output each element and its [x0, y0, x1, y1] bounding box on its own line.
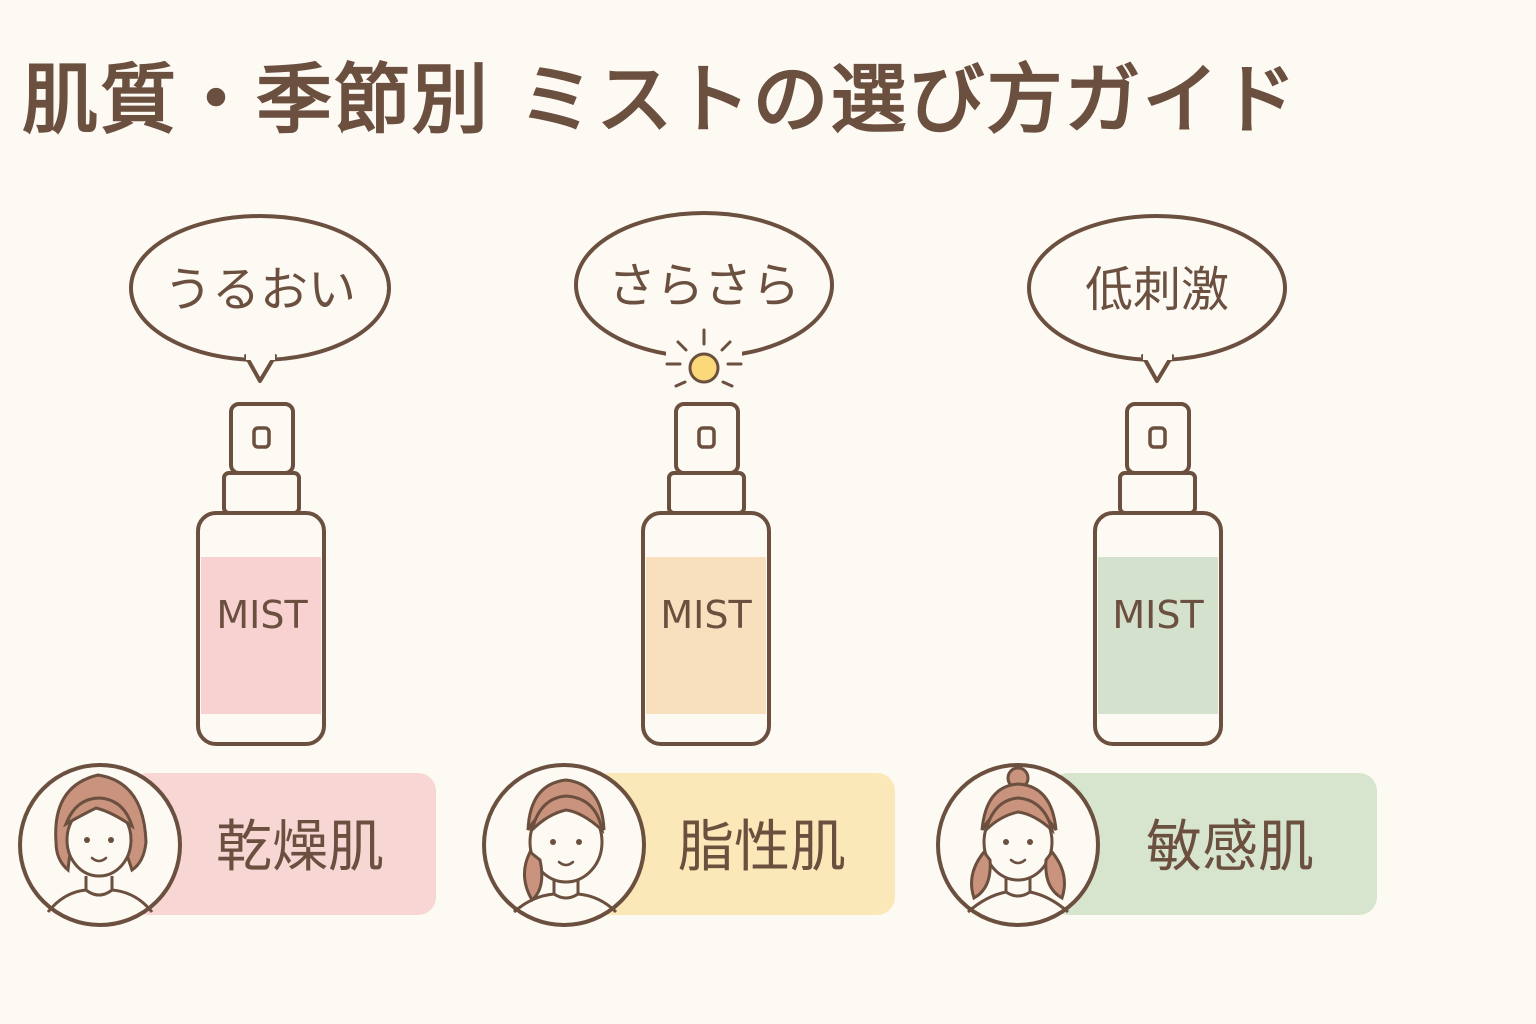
column-sensitive-skin: 低刺激 MIST 敏感肌: [936, 214, 1377, 927]
bottle-label: MIST: [1112, 593, 1204, 637]
speech-bubble: うるおい: [129, 214, 391, 383]
speech-bubble: 低刺激: [1027, 214, 1287, 383]
bubble-text: うるおい: [164, 262, 356, 318]
bubble-text: さらさら: [608, 258, 800, 314]
face-avatar: [936, 763, 1100, 927]
bottle-label: MIST: [660, 593, 752, 637]
skin-type-card: 脂性肌: [590, 773, 895, 915]
speech-bubble: さらさら: [574, 211, 834, 359]
column-dry-skin: うるおい MIST 乾燥肌: [18, 214, 436, 927]
face-avatar: [482, 763, 646, 927]
skin-type-card: 敏感肌: [1050, 773, 1377, 915]
skin-type-label: 乾燥肌: [216, 815, 384, 880]
skin-type-label: 敏感肌: [1146, 815, 1314, 880]
skin-type-label: 脂性肌: [678, 815, 846, 880]
page-title: 肌質・季節別 ミストの選び方ガイド: [22, 55, 1299, 144]
skin-type-card: 乾燥肌: [130, 773, 436, 915]
mist-bottle: MIST: [1093, 402, 1223, 746]
face-avatar: [18, 763, 182, 927]
bubble-text: 低刺激: [1085, 262, 1229, 318]
column-oily-skin: さらさら MIST 脂性肌: [482, 211, 895, 927]
bottle-label: MIST: [216, 593, 308, 637]
mist-bottle: MIST: [641, 402, 771, 746]
mist-bottle: MIST: [196, 402, 326, 746]
sun-icon: [665, 328, 743, 390]
